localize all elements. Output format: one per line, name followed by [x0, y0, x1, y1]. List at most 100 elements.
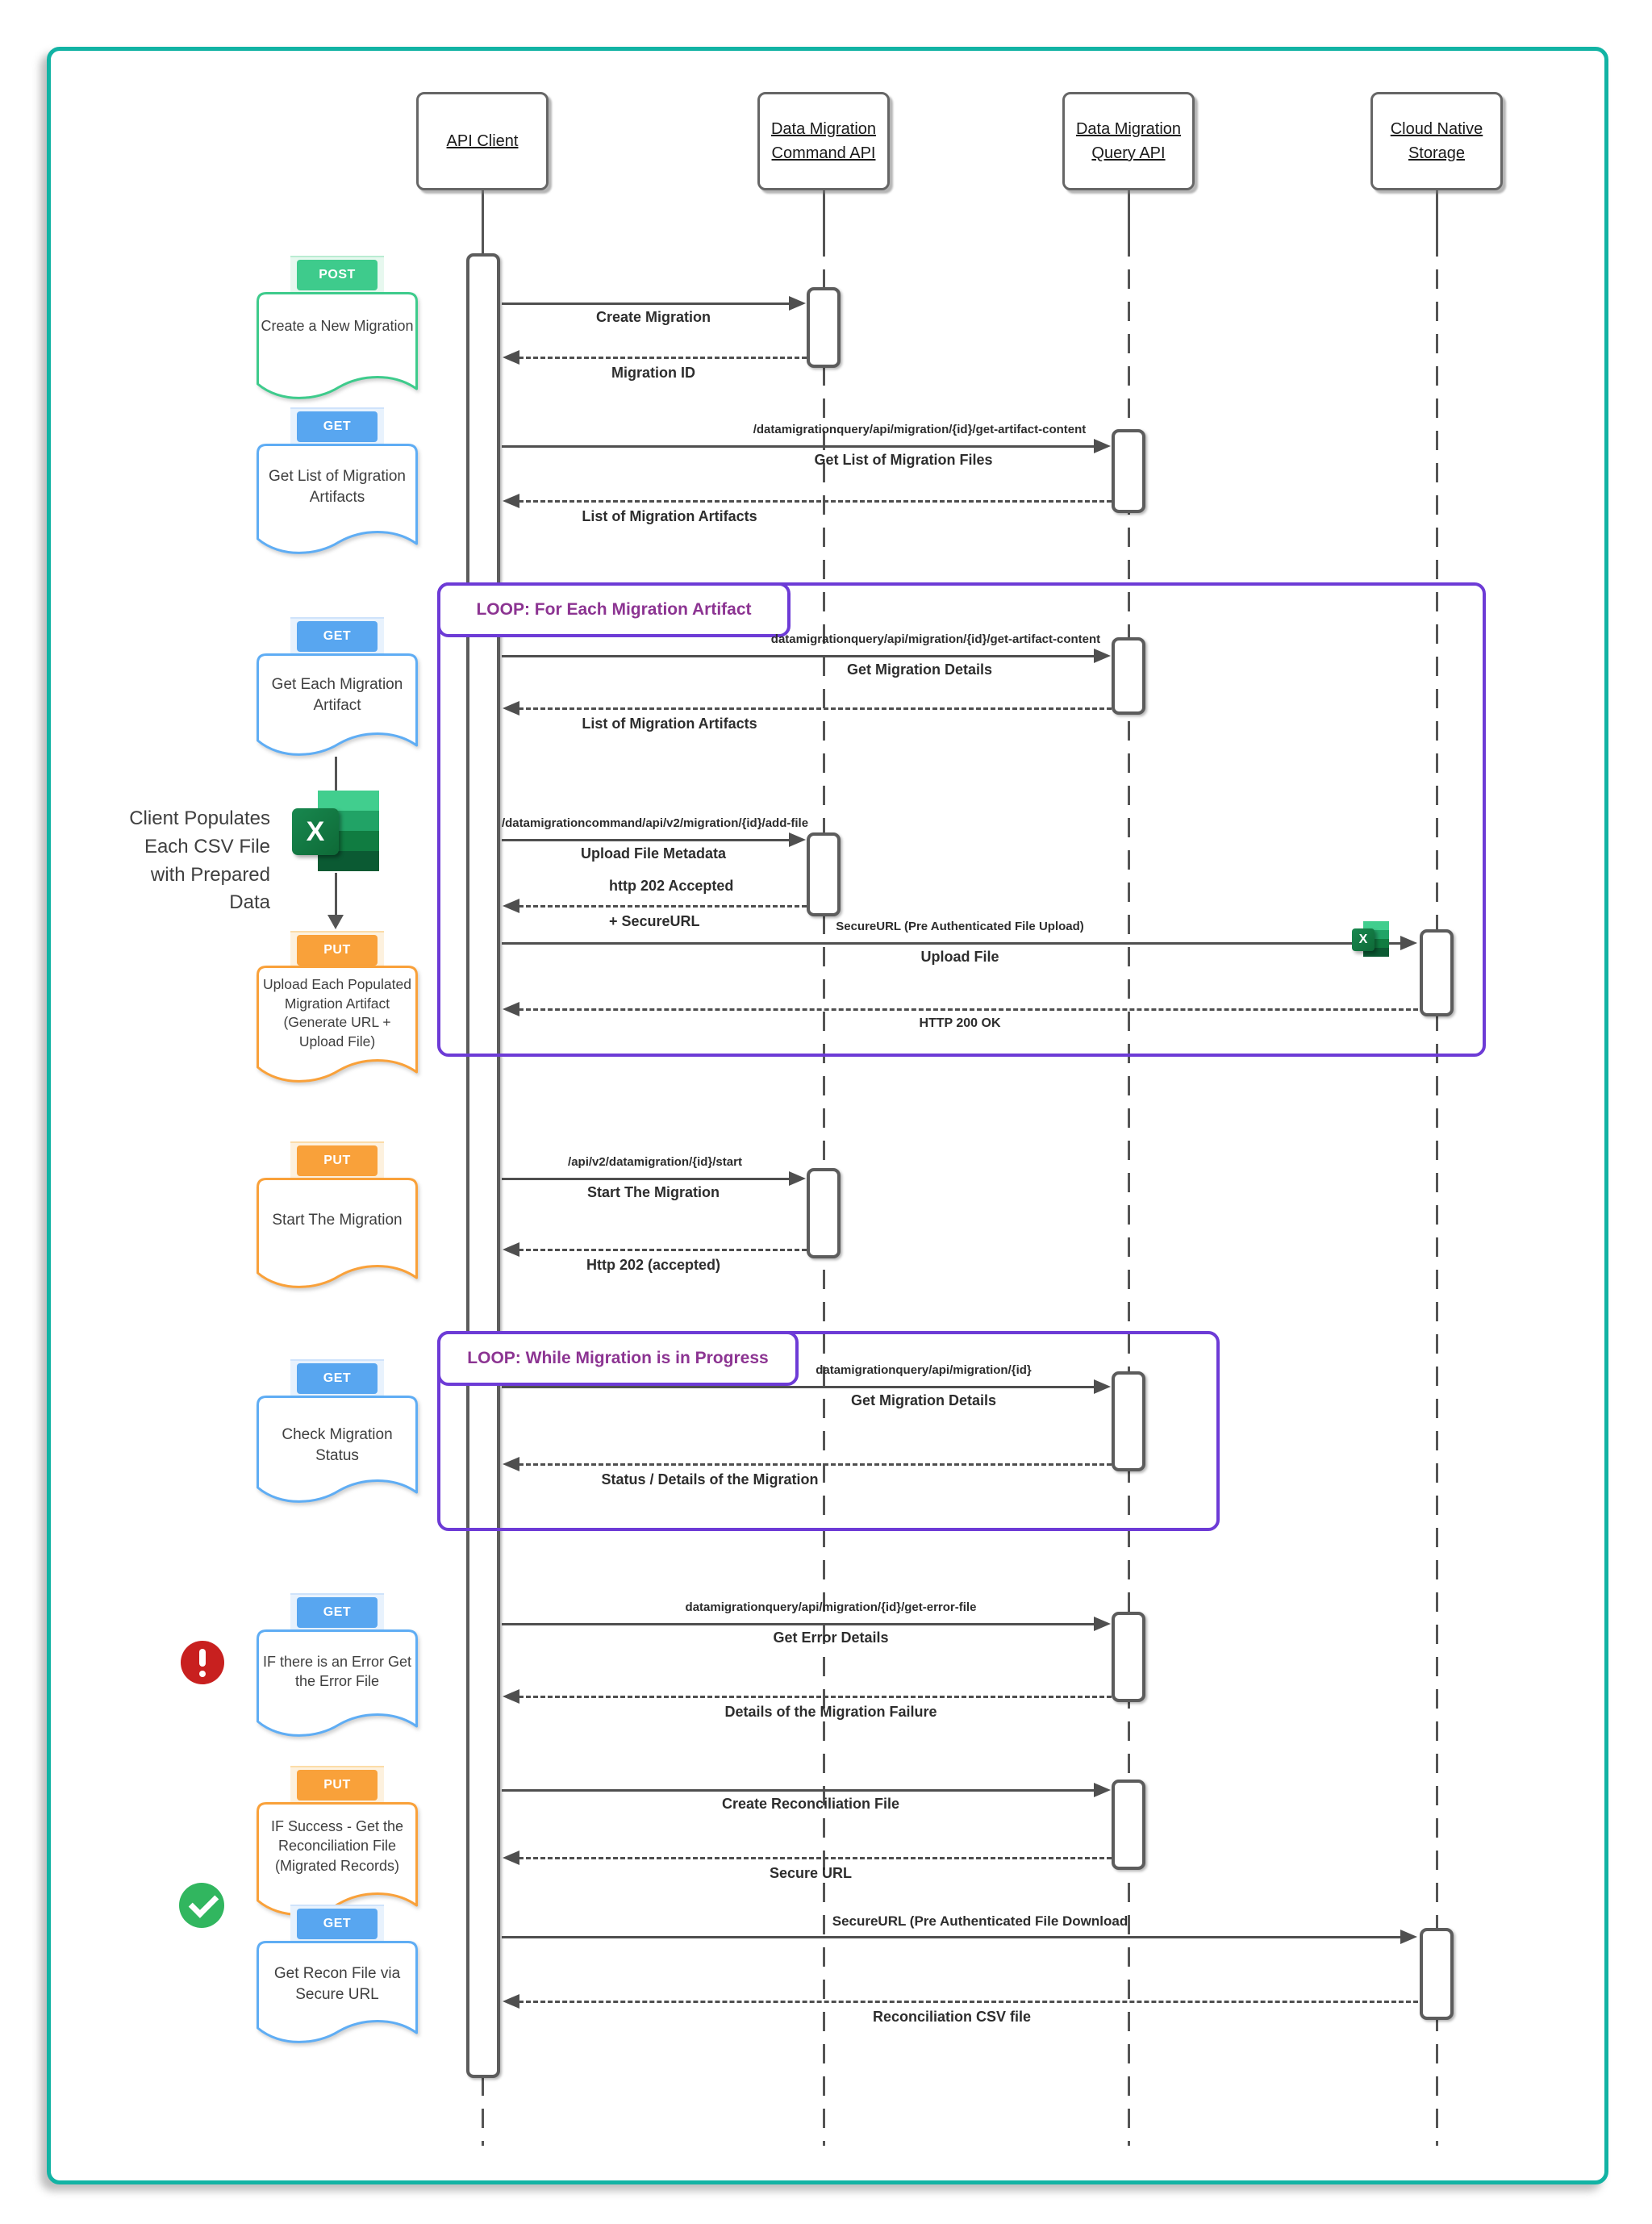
message-get-artifact-content-label: Get Migration Details	[846, 661, 993, 678]
message-secureurl-download	[502, 1930, 1417, 1944]
return-status-details-label: Status / Details of the Migration	[601, 1471, 819, 1488]
loop-while-in-progress-label: LOOP: While Migration is in Progress	[437, 1331, 799, 1386]
arrowhead-right-icon	[1094, 649, 1111, 663]
return-failure-details-label: Details of the Migration Failure	[724, 1704, 937, 1720]
lifeline-cloud-storage	[1436, 190, 1438, 237]
return-http-200-label: HTTP 200 OK	[919, 1016, 1001, 1030]
message-start-migration-label: Start The Migration	[586, 1184, 720, 1200]
message-get-migration-status-label: Get Migration Details	[850, 1392, 997, 1408]
return-secure-url-label: Secure URL	[769, 1865, 853, 1881]
method-badge-get-each: GET	[290, 617, 384, 656]
success-check-icon	[179, 1883, 224, 1928]
return-migration-id-label: Migration ID	[611, 365, 695, 381]
message-start-migration	[502, 1171, 806, 1186]
message-get-list-files-url: /datamigrationquery/api/migration/{id}/g…	[753, 423, 1087, 436]
message-secureurl-download-url: SecureURL (Pre Authenticated File Downlo…	[832, 1913, 1128, 1929]
return-list-artifacts-label: List of Migration Artifacts	[582, 508, 757, 524]
activation-api-client	[466, 253, 500, 2078]
loop-for-each-artifact	[437, 582, 1486, 1057]
return-202-accepted-label: Http 202 (accepted)	[586, 1257, 721, 1273]
participant-query-api: Data Migration Query API	[1062, 92, 1195, 190]
participant-cloud-storage: Cloud Native Storage	[1370, 92, 1503, 190]
return-secureurl-label: + SecureURL	[609, 913, 700, 929]
activation-query-error	[1112, 1612, 1145, 1702]
arrowhead-left-icon	[503, 1457, 519, 1471]
lifeline-query-api	[1128, 190, 1130, 237]
return-list-artifacts-2-label: List of Migration Artifacts	[582, 716, 757, 732]
message-get-migration-status-url: datamigrationquery/api/migration/{id}	[816, 1363, 1032, 1377]
method-badge-get-list: GET	[290, 407, 384, 446]
client-populates-note: Client Populates Each CSV File with Prep…	[129, 807, 270, 914]
activation-query-list	[1112, 429, 1145, 513]
message-start-migration-url: /api/v2/datamigration/{id}/start	[568, 1155, 742, 1169]
arrowhead-right-icon	[1094, 1617, 1111, 1631]
message-create-recon-file	[502, 1783, 1111, 1797]
note-error-file: IF there is an Error Get the Error File	[257, 1629, 418, 1742]
return-202-label: http 202 Accepted	[609, 878, 734, 894]
connector-doc-to-excel	[335, 757, 337, 792]
method-badge-get-error: GET	[290, 1593, 384, 1632]
message-get-list-files-label: Get List of Migration Files	[814, 452, 993, 468]
excel-x-glyph-small: X	[1352, 928, 1375, 951]
message-get-error-file-label: Get Error Details	[773, 1629, 889, 1646]
arrowhead-right-icon	[1094, 1783, 1111, 1797]
message-get-artifact-content-url: datamigrationquery/api/migration/{id}/ge…	[770, 632, 1101, 646]
return-http-200	[503, 1002, 1418, 1016]
arrowhead-right-icon	[1094, 439, 1111, 453]
participant-api-client: API Client	[416, 92, 549, 190]
return-list-artifacts	[503, 494, 1112, 508]
excel-file-small-icon: X	[1352, 921, 1389, 958]
method-badge-put-upload: PUT	[290, 931, 384, 970]
return-recon-csv-label: Reconciliation CSV file	[872, 2009, 1032, 2025]
note-get-each-artifact: Get Each Migration Artifact	[257, 653, 418, 762]
activation-query-status	[1112, 1371, 1145, 1471]
message-get-error-file	[502, 1617, 1111, 1631]
message-get-list-files	[502, 439, 1111, 453]
connector-excel-to-put	[335, 873, 337, 915]
return-migration-id	[503, 350, 807, 365]
error-alert-icon	[181, 1641, 224, 1684]
lifeline-command-api	[823, 190, 825, 237]
message-create-migration-label: Create Migration	[595, 309, 711, 325]
note-check-status: Check Migration Status	[257, 1396, 418, 1508]
message-create-recon-file-label: Create Reconciliation File	[721, 1796, 900, 1812]
excel-file-icon: X	[292, 791, 379, 871]
lifeline-query-api-dashed	[1128, 237, 1130, 2146]
arrowhead-right-icon	[1400, 1930, 1417, 1944]
message-add-file-label: Upload File Metadata	[580, 845, 727, 862]
arrowhead-left-icon	[503, 701, 519, 716]
note-start-migration: Start The Migration	[257, 1178, 418, 1294]
return-202-secureurl	[503, 899, 807, 913]
return-list-artifacts-2	[503, 701, 1112, 716]
arrowhead-right-icon	[1094, 1379, 1111, 1394]
activation-query-recon	[1112, 1780, 1145, 1870]
message-upload-file-label: Upload File	[920, 949, 999, 965]
message-get-artifact-content	[502, 649, 1111, 663]
method-badge-post: POST	[290, 256, 384, 294]
arrowhead-right-icon	[1400, 936, 1417, 950]
arrowhead-right-icon	[789, 296, 806, 311]
message-upload-file	[502, 936, 1417, 950]
arrowhead-left-icon	[503, 1994, 519, 2009]
excel-x-glyph: X	[292, 808, 339, 855]
arrowhead-left-icon	[503, 899, 519, 913]
arrowhead-right-icon	[789, 1171, 806, 1186]
participant-command-api: Data Migration Command API	[757, 92, 890, 190]
note-upload-each-artifact: Upload Each Populated Migration Artifact…	[257, 966, 418, 1088]
activation-storage-upload	[1420, 929, 1454, 1016]
note-create-migration: Create a New Migration	[257, 292, 418, 405]
arrowhead-left-icon	[503, 1002, 519, 1016]
lifeline-api-client	[482, 190, 484, 237]
lifeline-cloud-storage-dashed	[1436, 237, 1438, 2146]
note-get-recon-file: Get Recon File via Secure URL	[257, 1941, 418, 2049]
note-recon-file: IF Success - Get the Reconciliation File…	[257, 1802, 418, 1921]
arrowhead-left-icon	[503, 1242, 519, 1257]
note-get-list-artifacts: Get List of Migration Artifacts	[257, 444, 418, 560]
return-secure-url	[503, 1851, 1112, 1865]
message-add-file-url: /datamigrationcommand/api/v2/migration/{…	[501, 816, 809, 830]
activation-storage-download	[1420, 1928, 1454, 2020]
activation-command-addfile	[807, 832, 841, 916]
arrowhead-right-icon	[789, 832, 806, 847]
message-get-migration-status	[502, 1379, 1111, 1394]
loop-while-in-progress	[437, 1331, 1220, 1531]
